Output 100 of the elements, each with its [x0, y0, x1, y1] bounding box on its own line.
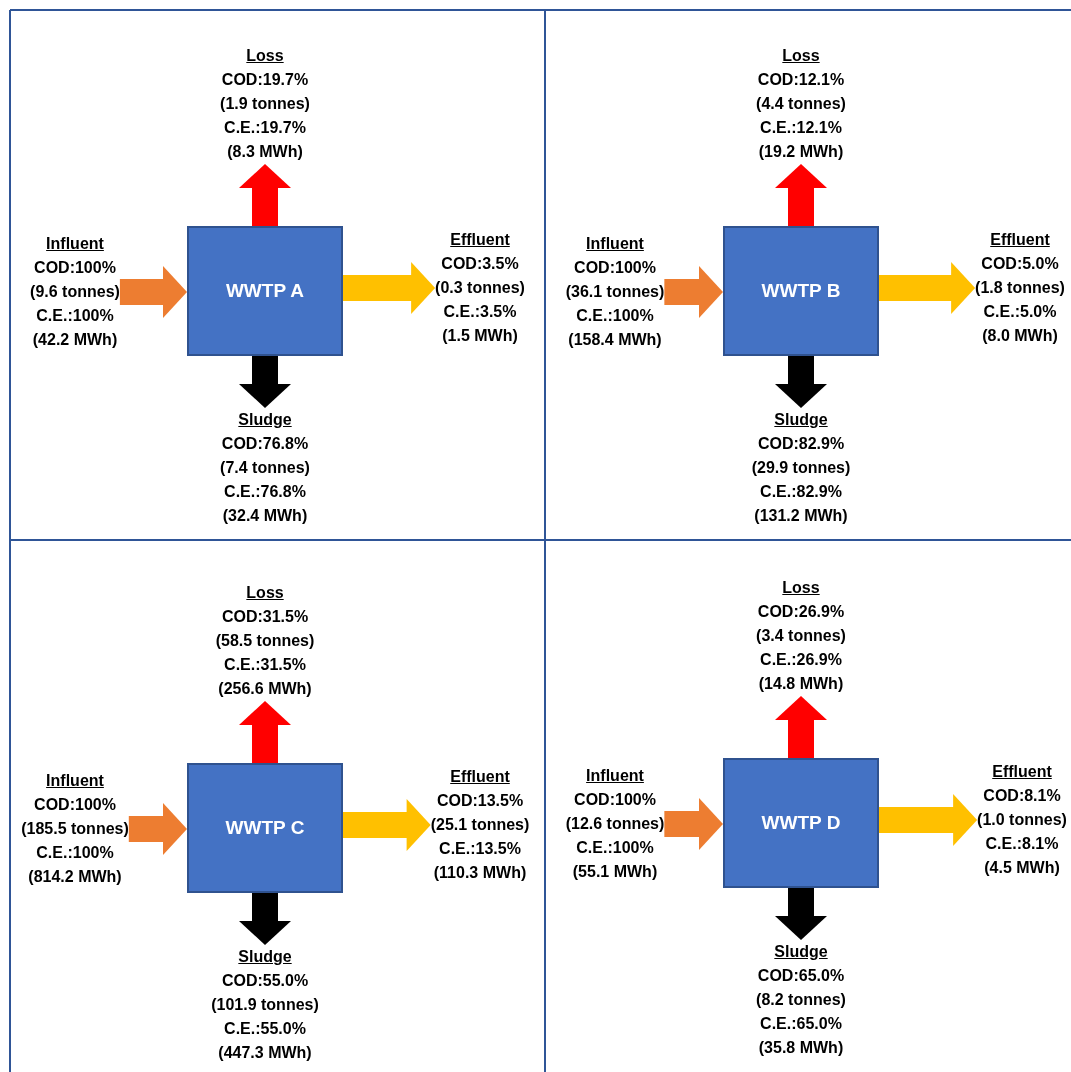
flow-value: (1.8 tonnes) [975, 278, 1065, 298]
plant-name: WWTP C [225, 817, 305, 839]
flow-value: (36.1 tonnes) [565, 282, 665, 302]
flow-value: (256.6 MWh) [218, 679, 312, 699]
flow-value: (185.5 tonnes) [21, 819, 129, 839]
flow-value: (55.1 MWh) [572, 862, 658, 882]
flow-value: (1.0 tonnes) [977, 810, 1067, 830]
flow-value: C.E.:100% [36, 843, 114, 863]
flow-value: COD:100% [34, 795, 116, 815]
flow-arrow [775, 164, 827, 226]
flow-value: (32.4 MWh) [222, 506, 308, 526]
flow-arrow [664, 266, 723, 318]
flow-heading: Sludge [774, 410, 828, 430]
flow-value: COD:100% [574, 790, 656, 810]
flow-heading: Effluent [992, 762, 1052, 782]
flow-heading: Influent [586, 766, 644, 786]
flow-value: (110.3 MWh) [433, 863, 527, 883]
flow-value: (8.3 MWh) [227, 142, 303, 162]
flow-heading: Effluent [450, 767, 510, 787]
flow-value: COD:13.5% [436, 791, 524, 811]
flow-value: COD:100% [34, 258, 116, 278]
flow-value: COD:31.5% [221, 607, 309, 627]
flow-value: (131.2 MWh) [754, 506, 848, 526]
flow-value: COD:3.5% [441, 254, 519, 274]
flow-heading: Sludge [774, 942, 828, 962]
process-box [723, 226, 879, 356]
flow-value: C.E.:31.5% [224, 655, 306, 675]
flow-value: C.E.:100% [576, 306, 654, 326]
flow-arrow [343, 262, 436, 314]
flow-arrow [239, 164, 291, 226]
flow-heading: Loss [782, 46, 820, 66]
flow-arrow [879, 794, 978, 846]
flow-value: (42.2 MWh) [32, 330, 118, 350]
flow-heading: Effluent [450, 230, 510, 250]
flow-heading: Sludge [238, 410, 292, 430]
flow-value: C.E.:8.1% [985, 834, 1059, 854]
flow-value: COD:26.9% [757, 602, 845, 622]
flow-value: C.E.:3.5% [443, 302, 517, 322]
flow-heading: Influent [46, 234, 104, 254]
flow-value: COD:76.8% [221, 434, 309, 454]
flow-value: C.E.:76.8% [224, 482, 306, 502]
flow-value: C.E.:12.1% [760, 118, 842, 138]
flow-value: (1.9 tonnes) [220, 94, 310, 114]
flow-value: (25.1 tonnes) [430, 815, 530, 835]
process-box [187, 763, 343, 893]
flow-value: (12.6 tonnes) [565, 814, 665, 834]
flow-arrow [239, 701, 291, 763]
flow-heading: Influent [46, 771, 104, 791]
flow-heading: Sludge [238, 947, 292, 967]
flow-value: (1.5 MWh) [442, 326, 518, 346]
flow-arrow [128, 803, 187, 855]
flow-value: C.E.:19.7% [224, 118, 306, 138]
flow-arrow [879, 262, 976, 314]
process-box [723, 758, 879, 888]
flow-value: (814.2 MWh) [28, 867, 122, 887]
flow-value: (14.8 MWh) [758, 674, 844, 694]
flow-heading: Effluent [990, 230, 1050, 250]
flow-value: (9.6 tonnes) [30, 282, 120, 302]
flow-value: COD:100% [574, 258, 656, 278]
flow-arrow [239, 356, 291, 408]
flow-value: COD:8.1% [983, 786, 1061, 806]
flow-value: C.E.:5.0% [983, 302, 1057, 322]
flow-value: (19.2 MWh) [758, 142, 844, 162]
flow-heading: Loss [246, 46, 284, 66]
flow-value: C.E.:100% [576, 838, 654, 858]
flow-arrow [775, 356, 827, 408]
plant-name: WWTP D [761, 812, 841, 834]
flow-value: C.E.:100% [36, 306, 114, 326]
flow-value: C.E.:26.9% [760, 650, 842, 670]
flow-heading: Loss [782, 578, 820, 598]
flow-value: C.E.:13.5% [439, 839, 521, 859]
flow-value: COD:82.9% [757, 434, 845, 454]
flow-value: (4.5 MWh) [984, 858, 1060, 878]
flow-value: (101.9 tonnes) [211, 995, 319, 1015]
flow-value: (447.3 MWh) [218, 1043, 312, 1063]
flow-arrow [664, 798, 723, 850]
flow-value: (8.0 MWh) [982, 326, 1058, 346]
flow-heading: Influent [586, 234, 644, 254]
plant-name: WWTP B [761, 280, 841, 302]
flow-value: COD:65.0% [757, 966, 845, 986]
flow-value: (7.4 tonnes) [220, 458, 310, 478]
flow-value: COD:5.0% [981, 254, 1059, 274]
flow-arrow [119, 266, 187, 318]
flow-value: (0.3 tonnes) [435, 278, 525, 298]
flow-value: (58.5 tonnes) [215, 631, 315, 651]
flow-value: COD:55.0% [221, 971, 309, 991]
flow-value: C.E.:82.9% [760, 482, 842, 502]
flow-value: (29.9 tonnes) [751, 458, 851, 478]
flow-heading: Loss [246, 583, 284, 603]
plant-name: WWTP A [225, 280, 305, 302]
process-box [187, 226, 343, 356]
flow-value: (8.2 tonnes) [756, 990, 846, 1010]
flow-value: (4.4 tonnes) [756, 94, 846, 114]
flow-value: C.E.:65.0% [760, 1014, 842, 1034]
flow-value: (3.4 tonnes) [756, 626, 846, 646]
flow-value: (35.8 MWh) [758, 1038, 844, 1058]
flow-value: COD:19.7% [221, 70, 309, 90]
flow-arrow [239, 893, 291, 945]
flow-value: COD:12.1% [757, 70, 845, 90]
flow-arrow [775, 888, 827, 940]
